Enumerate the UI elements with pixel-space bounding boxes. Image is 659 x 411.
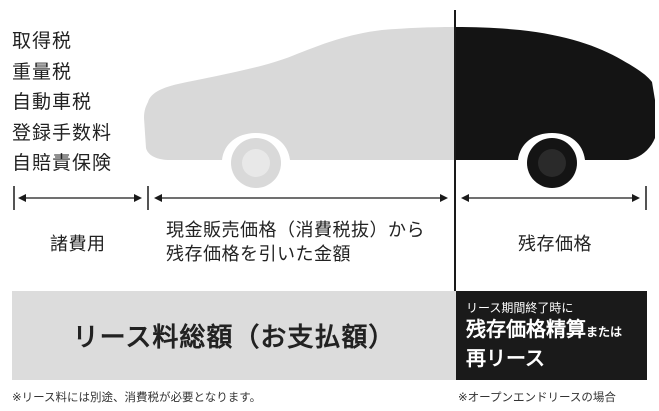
lease-total-box — [12, 291, 456, 380]
end-of-lease-option1: 残存価格精算 — [466, 317, 586, 341]
end-of-lease-main: 残存価格精算または 再リース — [466, 316, 622, 371]
end-of-lease-sub: リース期間終了時に — [466, 301, 574, 315]
tax-list: 取得税 重量税 自動車税 登録手数料 自賠責保険 — [12, 26, 112, 179]
price-label-line1: 現金販売価格（消費税抜）から — [166, 220, 425, 241]
end-of-lease-box — [456, 291, 647, 380]
fees-label: 諸費用 — [50, 234, 106, 255]
tax-item: 取得税 — [12, 30, 73, 52]
arrow-price — [154, 194, 448, 202]
footnote-tax: ※リース料には別途、消費税が必要となります。 — [12, 390, 262, 404]
wheel-rear — [527, 138, 577, 188]
lease-total-label: リース料総額（お支払額） — [72, 323, 396, 353]
residual-label: 残存価格 — [518, 234, 592, 255]
price-label: 現金販売価格（消費税抜）から 残存価格を引いた金額 — [166, 219, 425, 267]
tax-item: 自賠責保険 — [12, 152, 113, 174]
tax-item: 登録手数料 — [12, 121, 113, 144]
arrow-residual — [461, 194, 640, 202]
end-of-lease-or: または — [586, 325, 623, 339]
footnote-open-end: ※オープンエンドリースの場合 — [458, 390, 616, 404]
tax-item: 重量税 — [12, 60, 73, 83]
arrow-fees — [18, 194, 142, 202]
price-label-line2: 残存価格を引いた金額 — [166, 244, 351, 265]
end-of-lease-option2: 再リース — [466, 346, 545, 370]
wheel-front — [231, 138, 281, 188]
tax-item: 自動車税 — [12, 91, 93, 113]
